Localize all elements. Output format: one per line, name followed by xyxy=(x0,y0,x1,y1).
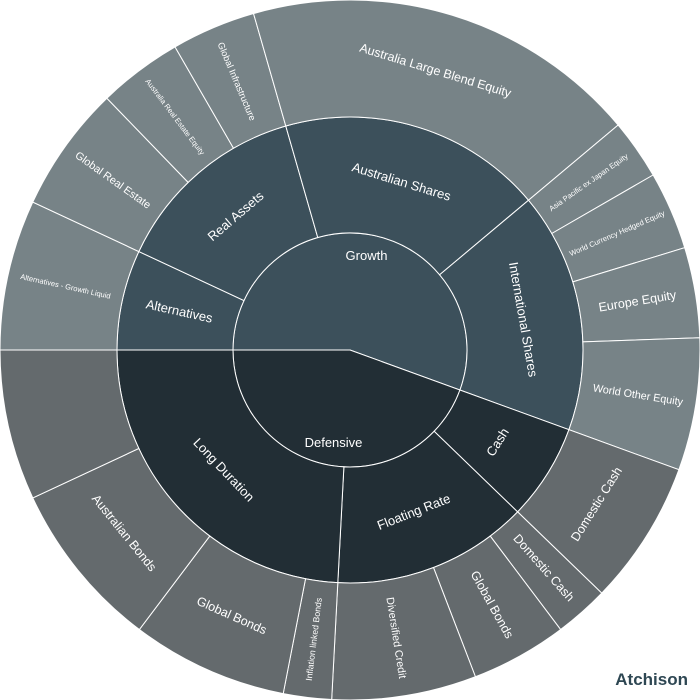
brand-logo: Atchison xyxy=(615,670,688,689)
sunburst-label-growth: Growth xyxy=(346,248,388,263)
sunburst-segment-australian-bonds[interactable] xyxy=(0,349,140,499)
sunburst-label-defensive: Defensive xyxy=(305,435,363,450)
